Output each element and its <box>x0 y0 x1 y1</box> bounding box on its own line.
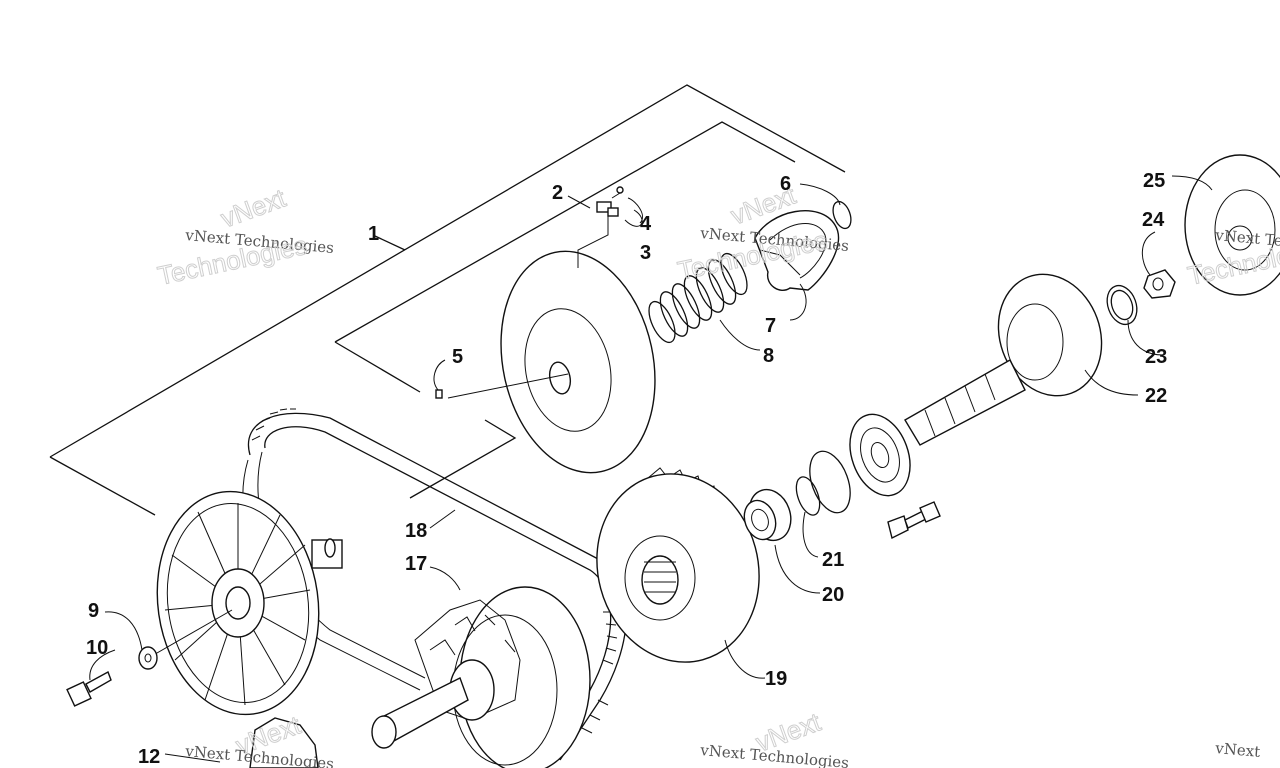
watermark-group-6: vNext <box>1214 739 1261 761</box>
snap-ring <box>832 200 852 230</box>
part-label-7: 7 <box>765 315 776 337</box>
part-label-19: 19 <box>765 668 787 690</box>
part-label-8: 8 <box>763 345 774 367</box>
driven-clutch <box>156 490 343 716</box>
part-label-5: 5 <box>452 346 463 368</box>
watermark-group-5: vNext vNext Technologies <box>699 706 850 768</box>
part-label-1: 1 <box>368 223 379 245</box>
watermark-brand: vNext <box>1214 739 1261 761</box>
movable-sheave <box>596 467 760 663</box>
part-label-3: 3 <box>640 242 651 264</box>
part-label-10: 10 <box>86 637 108 659</box>
part-label-18: 18 <box>405 520 427 542</box>
small-fastener-parts <box>577 186 624 268</box>
seal-and-nut <box>1106 269 1176 326</box>
bolt-and-nut <box>887 501 941 540</box>
part-label-24: 24 <box>1142 209 1165 231</box>
part-label-21: 21 <box>822 549 844 571</box>
bushing-and-ring <box>743 450 851 542</box>
washer-and-bolt <box>66 609 233 707</box>
part-label-22: 22 <box>1145 385 1167 407</box>
part-label-4: 4 <box>640 213 652 235</box>
part-label-17: 17 <box>405 553 427 575</box>
watermark-brand: vNext <box>217 182 290 233</box>
assembly-bracket-lines <box>49 84 846 516</box>
partial-part-12 <box>249 717 319 768</box>
part-label-6: 6 <box>780 173 791 195</box>
watermark-group-4: vNext vNext Technologies <box>184 709 335 768</box>
shaft-hub <box>904 273 1103 446</box>
part-label-25: 25 <box>1143 170 1165 192</box>
coil-spring <box>648 252 748 344</box>
sheave-plate <box>435 250 656 474</box>
part-label-9: 9 <box>88 600 99 622</box>
spider-cam <box>754 210 840 291</box>
part-label-23: 23 <box>1145 346 1167 368</box>
belt-teeth <box>251 408 618 734</box>
part-label-12: 12 <box>138 746 160 768</box>
clutch-assembly-25 <box>1184 154 1280 296</box>
leader-lines <box>89 175 1213 763</box>
watermark-group-1: vNext vNext Technologies Technologies <box>155 182 335 291</box>
drive-clutch <box>371 586 591 768</box>
part-labels: 1 2 3 4 5 6 7 8 9 10 12 17 18 19 20 21 2… <box>86 170 1167 768</box>
bearing <box>849 413 911 497</box>
part-label-2: 2 <box>552 182 563 204</box>
part-label-20: 20 <box>822 584 844 606</box>
